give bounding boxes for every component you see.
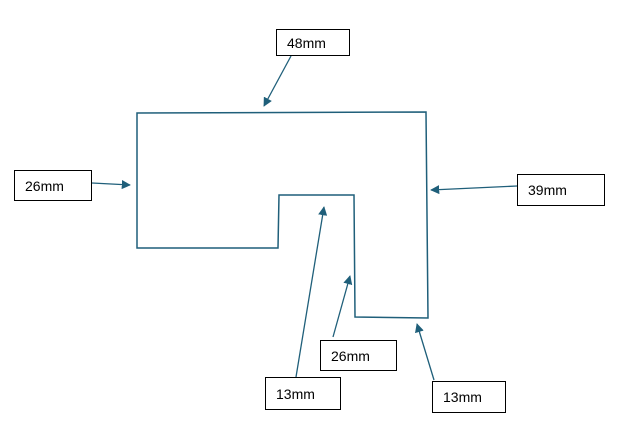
label-right-39mm: 39mm [517,174,605,206]
arrow-left [91,180,131,190]
arrow-right [430,185,518,195]
label-left-text: 26mm [25,177,64,194]
label-inner-vertical-26mm: 26mm [320,340,397,371]
label-top-text: 48mm [287,34,326,51]
label-inner-vertical-text: 26mm [331,347,370,364]
label-top-48mm: 48mm [276,29,350,56]
label-right-text: 39mm [528,182,567,198]
label-notch-bottom-text: 13mm [276,385,315,402]
label-bottom-right-13mm: 13mm [432,381,506,413]
label-left-26mm: 26mm [14,170,92,201]
label-bottom-right-text: 13mm [443,389,482,405]
label-notch-bottom-13mm: 13mm [265,377,341,410]
arrow-notch-bottom [295,206,328,378]
shape-outline [136,111,429,319]
arrow-top [263,55,292,107]
arrow-inner-vertical [332,275,353,338]
arrow-bottom-right [415,323,435,381]
